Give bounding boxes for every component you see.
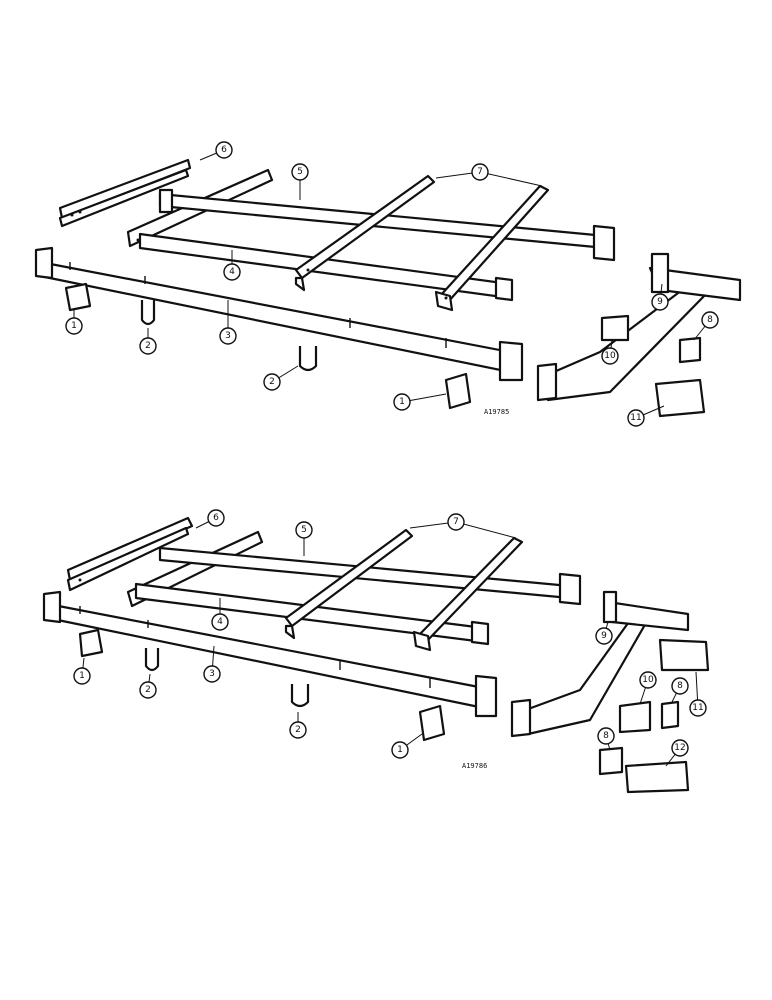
callout-label: 8 (707, 315, 713, 325)
part-2-u-bolts (144, 648, 310, 708)
callout-label: 3 (209, 669, 215, 679)
figure-1: 6 5 7 4 1 2 3 2 1 (34, 141, 742, 427)
part-1-brackets (64, 282, 472, 410)
figure-reference: A19785 (484, 408, 509, 416)
figure-reference: A19786 (462, 762, 487, 770)
callout-label: 5 (297, 167, 303, 177)
right-hitch-assembly (536, 252, 742, 418)
part-1-brackets (78, 628, 446, 742)
callout-label: 11 (630, 413, 641, 423)
part-3-main-bar (34, 246, 524, 382)
callout-label: 1 (397, 745, 403, 755)
callout-label: 2 (145, 685, 151, 695)
callout-label: 10 (604, 351, 616, 361)
part-7-slats (294, 174, 550, 312)
callout-label: 9 (601, 631, 607, 641)
callout-label: 9 (657, 297, 663, 307)
callout-label: 7 (477, 167, 483, 177)
part-7-slats (284, 528, 524, 652)
part-3-main-bar (42, 590, 498, 718)
callout-label: 4 (217, 617, 223, 627)
callout-label: 1 (79, 671, 85, 681)
callout-label: 6 (221, 145, 227, 155)
callout-label: 4 (229, 267, 235, 277)
callout-label: 12 (674, 743, 685, 753)
callout-label: 8 (603, 731, 609, 741)
callout-label: 1 (71, 321, 77, 331)
callout-label: 2 (269, 377, 275, 387)
callout-label: 10 (642, 675, 654, 685)
callout-label: 7 (453, 517, 459, 527)
figure-1-callouts: 6 5 7 4 1 2 3 2 1 (65, 141, 719, 427)
callout-label: 2 (295, 725, 301, 735)
figure-2-callouts: 6 5 7 4 1 2 3 2 1 (73, 509, 707, 767)
right-hitch-assembly (510, 590, 710, 794)
part-2-u-bolts (140, 300, 318, 372)
figure-2: 6 5 7 4 1 2 3 2 1 (42, 509, 710, 794)
callout-label: 2 (145, 341, 151, 351)
callout-label: 1 (399, 397, 405, 407)
callout-label: 5 (301, 525, 307, 535)
callout-label: 11 (692, 703, 703, 713)
callout-label: 8 (677, 681, 683, 691)
callout-label: 3 (225, 331, 231, 341)
callout-label: 6 (213, 513, 219, 523)
